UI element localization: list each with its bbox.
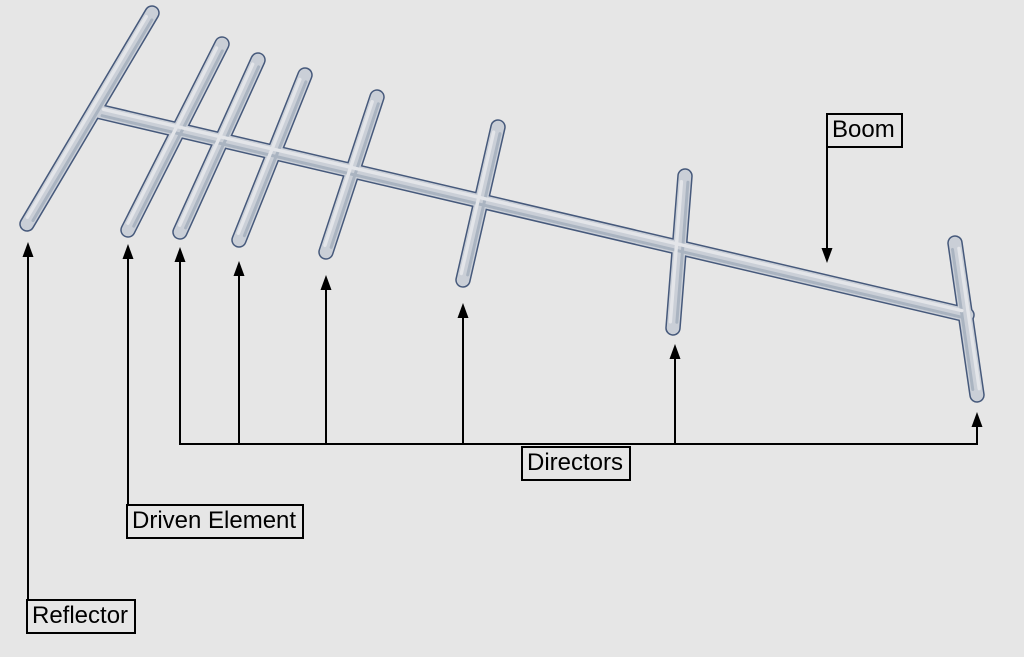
driven-element-rod-highlight <box>126 46 219 225</box>
reflector-arrow <box>22 242 34 601</box>
director-5-arrow <box>669 344 681 445</box>
director-1-rod-shade <box>184 65 261 230</box>
director-1-arrow <box>174 247 186 445</box>
director-1-rod-fill <box>173 53 265 239</box>
boom-label: Boom <box>826 113 903 148</box>
boom-arrow-head <box>821 248 833 263</box>
rod-highlight-layer <box>25 14 981 391</box>
director-2-rod-fill <box>232 68 312 247</box>
director-6-rod-highlight <box>957 246 981 391</box>
director-6-rod-fill <box>948 236 984 402</box>
director-4-arrow <box>457 303 469 445</box>
director-1-arrow-head <box>174 247 186 262</box>
director-5-arrow-head <box>669 344 681 359</box>
director-2-arrow-head <box>233 261 245 276</box>
driven-element-arrow-head <box>122 244 134 259</box>
reflector-rod-fill <box>20 6 159 231</box>
director-6-arrow-head <box>971 412 983 427</box>
directors-label: Directors <box>521 446 632 481</box>
director-5-rod-shade <box>675 180 690 324</box>
annotation-layer <box>22 147 983 601</box>
boom-rod-fill <box>90 104 974 322</box>
director-5-rod-highlight <box>668 180 684 324</box>
driven-element-label: Driven Element <box>126 504 305 539</box>
boom-arrow <box>821 147 833 263</box>
director-6-arrow <box>971 412 983 445</box>
reflector-label: Reflector <box>26 599 137 634</box>
driven-element-rod-fill <box>121 37 229 237</box>
director-3-arrow <box>320 275 332 445</box>
director-3-rod-shade <box>329 102 380 249</box>
director-2-arrow <box>233 261 245 445</box>
reflector-rod-highlight <box>25 14 148 219</box>
director-4-arrow-head <box>457 303 469 318</box>
director-3-rod-highlight <box>323 100 374 248</box>
director-2-rod-highlight <box>236 77 302 235</box>
director-2-rod-shade <box>242 80 308 238</box>
boom-rod-highlight <box>101 107 964 313</box>
driven-element-arrow <box>122 244 134 506</box>
director-6-rod-shade <box>950 247 975 392</box>
reflector-rod-shade <box>31 18 154 223</box>
driven-element-rod-shade <box>132 49 224 228</box>
director-3-arrow-head <box>320 275 332 290</box>
director-4-rod-shade <box>466 132 502 277</box>
boom-rod-shade <box>100 114 962 319</box>
director-4-rod-highlight <box>459 130 496 276</box>
rod-shade-layer <box>31 18 975 392</box>
reflector-arrow-head <box>22 242 34 257</box>
director-1-rod-highlight <box>177 62 255 227</box>
